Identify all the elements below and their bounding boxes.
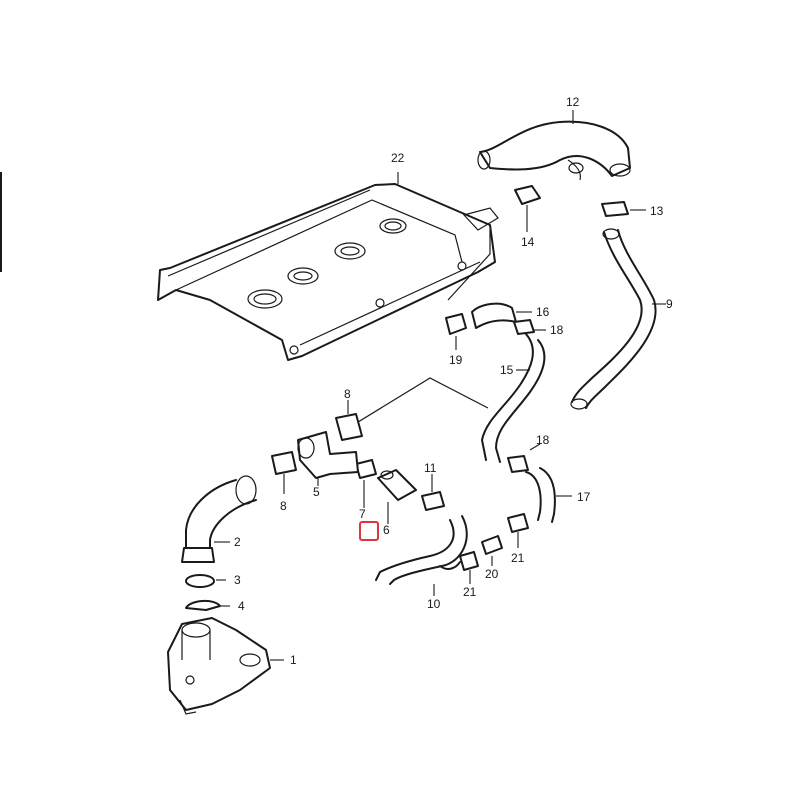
callout-label: 17 bbox=[577, 490, 591, 504]
o-ring-part-3 bbox=[185, 574, 226, 588]
callout-label: 4 bbox=[238, 599, 245, 613]
callout-label: 5 bbox=[313, 485, 320, 499]
callout-label: 19 bbox=[449, 353, 463, 367]
callout-label: 14 bbox=[521, 235, 535, 249]
hose-clamp-part-14 bbox=[514, 185, 541, 232]
highlight-box bbox=[359, 521, 379, 541]
check-valve-part-20 bbox=[481, 535, 503, 566]
callout-label: 9 bbox=[666, 297, 673, 311]
hose-clamp-part-21-left bbox=[459, 551, 479, 584]
vent-line-connector bbox=[344, 230, 491, 431]
hose-clamp-part-18-upper bbox=[513, 319, 546, 335]
tee-connector-part-5 bbox=[297, 431, 359, 486]
hose-clamp-part-11 bbox=[421, 474, 445, 511]
callout-label: 22 bbox=[391, 151, 405, 165]
hose-clamp-part-18-lower bbox=[507, 443, 541, 473]
breather-hose-part-12 bbox=[477, 110, 631, 181]
callout-label: 15 bbox=[500, 363, 514, 377]
callout-label: 20 bbox=[485, 567, 499, 581]
callout-label: 8 bbox=[344, 387, 351, 401]
callout-label: 13 bbox=[650, 204, 664, 218]
callout-label: 1 bbox=[290, 653, 297, 667]
circlip-part-4 bbox=[185, 600, 230, 611]
breather-hose-part-10 bbox=[375, 515, 468, 596]
callout-label: 18 bbox=[536, 433, 550, 447]
breather-hose-part-15 bbox=[481, 333, 546, 463]
hose-clamp-part-8-upper bbox=[335, 400, 363, 441]
connector-part-19 bbox=[445, 313, 467, 350]
hose-clamp-part-8-lower bbox=[271, 451, 297, 494]
callout-label: 16 bbox=[536, 305, 550, 319]
callout-label: 8 bbox=[280, 499, 287, 513]
left-edge-bar bbox=[0, 172, 2, 272]
callout-label: 6 bbox=[383, 523, 390, 537]
intake-hose-part-2 bbox=[181, 475, 257, 563]
valve-cover-part-22 bbox=[157, 172, 499, 361]
callout-label: 2 bbox=[234, 535, 241, 549]
hose-clamp-part-21-right bbox=[507, 513, 529, 548]
callout-label: 18 bbox=[550, 323, 564, 337]
callout-label: 21 bbox=[463, 585, 477, 599]
callout-label: 12 bbox=[566, 95, 580, 109]
callout-label: 21 bbox=[511, 551, 525, 565]
breather-hose-part-9 bbox=[570, 228, 666, 410]
hose-clamp-part-13 bbox=[601, 201, 646, 217]
callout-label: 10 bbox=[427, 597, 441, 611]
callout-label: 7 bbox=[359, 507, 366, 521]
breather-hose-part-17 bbox=[525, 467, 572, 523]
oil-separator-part-1 bbox=[167, 617, 284, 715]
callout-label: 11 bbox=[424, 461, 437, 475]
hose-clamp-part-7 bbox=[355, 459, 377, 508]
callout-label: 3 bbox=[234, 573, 241, 587]
pressure-valve-part-6 bbox=[377, 469, 417, 524]
